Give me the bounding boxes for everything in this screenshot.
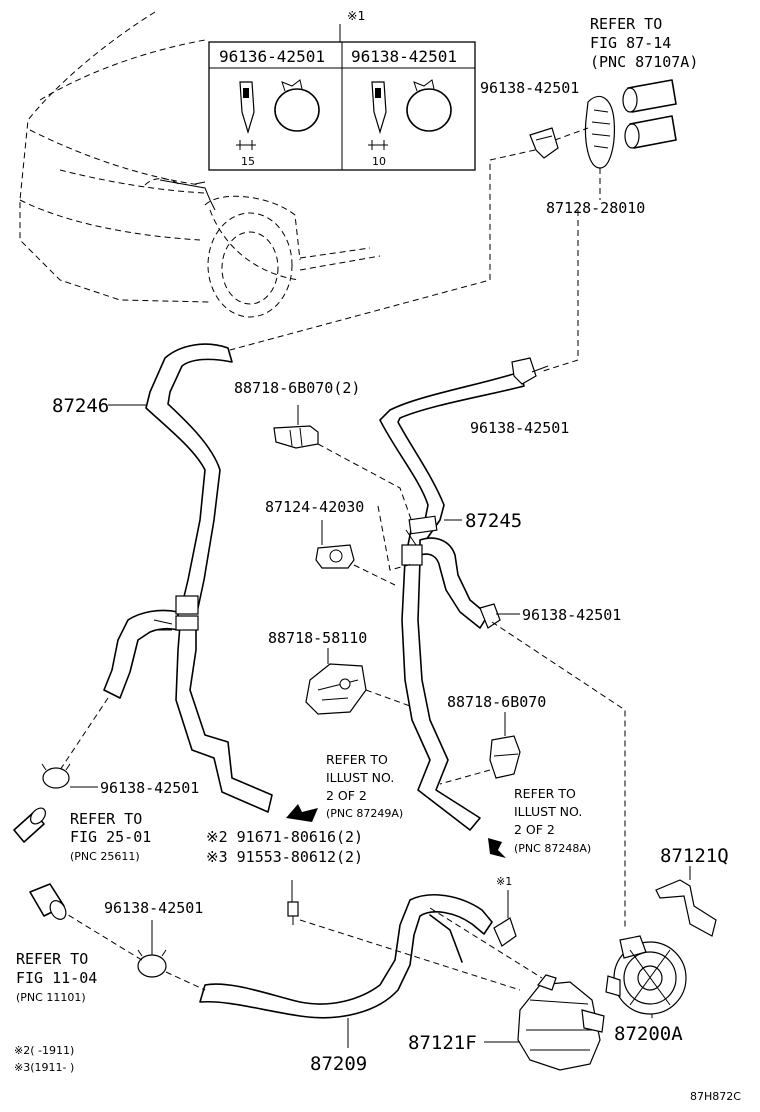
note-3: ※3(1911- ) — [14, 1061, 74, 1074]
hose-87245 — [379, 371, 525, 831]
label-valve-42030: 87124-42030 — [265, 498, 364, 516]
refer-87248a-line1: REFER TO — [514, 786, 576, 801]
refer-25-01-line3: (PNC 25611) — [70, 850, 140, 863]
table-header-1: 96136-42501 — [219, 47, 325, 66]
hose-clip-top — [529, 127, 559, 159]
label-clip-top: 96138-42501 — [480, 79, 579, 97]
refer-11-04-line3: (PNC 11101) — [16, 991, 86, 1004]
label-clamp-left-low: 96138-42501 — [104, 899, 203, 917]
refer-11-04-line1: REFER TO — [16, 950, 88, 968]
arrow-87249a — [286, 804, 318, 822]
pump-87121f — [517, 974, 605, 1071]
grommet-part — [584, 96, 615, 169]
ring-clamp-icon-2 — [406, 79, 452, 132]
clamp-profile-icon-2 — [371, 81, 387, 135]
table-marker: ※1 — [347, 8, 365, 23]
label-hose-87245: 87245 — [465, 510, 522, 532]
figure-id: 87H872C — [690, 1090, 741, 1103]
pipe-connector-left-low — [29, 883, 67, 920]
label-clamp-far-right: 96138-42501 — [522, 606, 621, 624]
label-clamp-6b070-2: 88718-6B070(2) — [234, 379, 360, 397]
clamp-6b070 — [489, 735, 521, 779]
refer-25-01-line1: REFER TO — [70, 810, 142, 828]
refer-87-14-line3: (PNC 87107A) — [590, 53, 698, 71]
ring-clamp-icon-1 — [274, 79, 320, 132]
refer-87-14-line1: REFER TO — [590, 15, 662, 33]
label-hose-87246: 87246 — [52, 395, 109, 417]
label-pump-87200a: 87200A — [614, 1023, 683, 1045]
pump-87200a — [605, 935, 687, 1015]
label-clamp-right-mid: 96138-42501 — [470, 419, 569, 437]
refer-87248a-line3: 2 OF 2 — [514, 822, 555, 837]
label-marker-x1: ※1 — [496, 875, 512, 888]
clamp-table: ※1 96136-42501 96138-42501 15 — [208, 8, 476, 171]
refer-87249a-line2: ILLUST NO. — [326, 770, 394, 785]
vehicle-outline — [19, 11, 381, 318]
valve-42030 — [315, 544, 355, 569]
dimension-1: 15 — [241, 155, 255, 168]
dimension-2: 10 — [372, 155, 386, 168]
refer-87-14-line2: FIG 87-14 — [590, 34, 671, 52]
label-bracket-87121q: 87121Q — [660, 845, 729, 867]
label-clamp-6b070: 88718-6B070 — [447, 693, 546, 711]
bolt-part — [287, 901, 299, 925]
label-bolt-line1: ※2 91671-80616(2) — [206, 828, 363, 846]
note-2: ※2( -1911) — [14, 1044, 74, 1057]
hose-clamp-left-low — [137, 949, 167, 978]
bracket-87121q — [655, 879, 717, 937]
arrow-87248a — [488, 838, 506, 858]
pipe-connector-top — [622, 79, 677, 149]
hose-clip-87209 — [493, 917, 517, 947]
label-hose-87209: 87209 — [310, 1053, 367, 1075]
refer-87248a-line4: (PNC 87248A) — [514, 842, 591, 855]
label-bolt-line2: ※3 91553-80612(2) — [206, 848, 363, 866]
hose-clip-right-mid — [511, 357, 537, 385]
pipe-connector-left-mid — [13, 807, 46, 843]
hose-clamp-left-mid — [41, 763, 71, 789]
refer-11-04-line2: FIG 11-04 — [16, 969, 97, 987]
hose-clip-far-right — [479, 603, 501, 629]
table-header-2: 96138-42501 — [351, 47, 457, 66]
bracket-58110 — [305, 663, 367, 715]
hose-87209 — [199, 894, 493, 1019]
refer-87248a-line2: ILLUST NO. — [514, 804, 582, 819]
label-pump-87121f: 87121F — [408, 1032, 477, 1054]
refer-87249a-line4: (PNC 87249A) — [326, 807, 403, 820]
clamp-6b070-pair — [273, 425, 319, 449]
refer-87249a-line3: 2 OF 2 — [326, 788, 367, 803]
hose-87246 — [103, 343, 273, 813]
refer-25-01-line2: FIG 25-01 — [70, 828, 151, 846]
label-bracket-58110: 88718-58110 — [268, 629, 367, 647]
label-grommet: 87128-28010 — [546, 199, 645, 217]
refer-87249a-line1: REFER TO — [326, 752, 388, 767]
clamp-profile-icon-1 — [239, 81, 255, 135]
labels: REFER TO FIG 87-14 (PNC 87107A) 96138-42… — [14, 15, 741, 1103]
label-clamp-left-mid: 96138-42501 — [100, 779, 199, 797]
